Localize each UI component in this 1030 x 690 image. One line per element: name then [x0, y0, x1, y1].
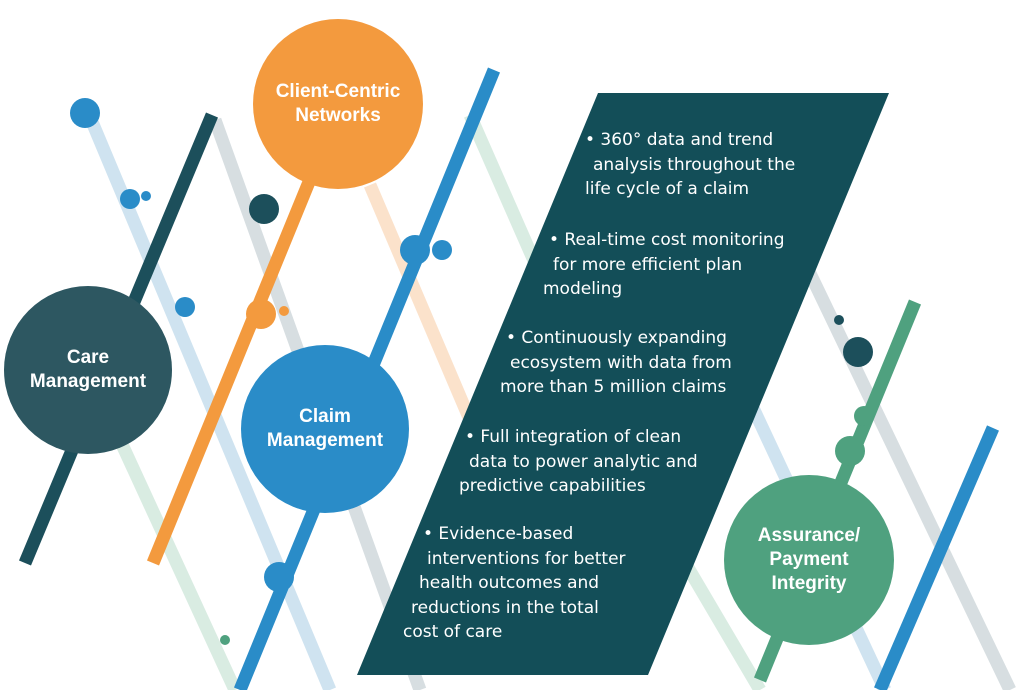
dot-blue-5 [400, 235, 430, 265]
claim-management-line1: Claim [299, 406, 351, 427]
care-management-line1: Care [66, 347, 110, 368]
bullet-2-line-3: modeling [543, 279, 623, 299]
care-management-label: Care Management [4, 320, 172, 420]
bullet-1-line-2: analysis throughout the [593, 154, 796, 175]
bg-line-light-green-1 [114, 437, 241, 690]
bullet-5-line-4: reductions in the total [411, 597, 599, 618]
bullet-item-3: • Continuously expanding ecosystem with … [500, 326, 732, 400]
dot-green-1 [220, 635, 230, 645]
bg-line-light-orange-1 [364, 182, 476, 423]
bullet-2-line-1: • Real-time cost monitoring [549, 230, 785, 250]
dot-blue-3 [141, 191, 151, 201]
bullet-5-line-3: health outcomes and [419, 573, 600, 593]
dot-dark-2 [834, 315, 844, 325]
dot-blue-4 [175, 297, 195, 317]
bullet-3-line-3: more than 5 million claims [500, 377, 727, 397]
bullet-5-line-1: • Evidence-based [423, 524, 574, 544]
bullet-1-line-3: life cycle of a claim [585, 179, 750, 199]
claim-management-circle [241, 345, 409, 513]
bullet-2-line-2: for more efficient plan [553, 254, 743, 275]
dot-orange-1 [246, 299, 276, 329]
claim-management-line2: Management [266, 430, 384, 451]
bullet-4-line-1: • Full integration of clean [465, 427, 682, 447]
client-centric-networks-circle [253, 19, 423, 189]
line-blue-right [874, 425, 999, 690]
bullet-5-line-5: cost of care [403, 622, 503, 642]
client-centric-networks-label: Client-Centric Networks [253, 54, 423, 154]
dot-dark-3 [843, 337, 873, 367]
bullet-item-4: • Full integration of clean data to powe… [459, 425, 698, 499]
dot-orange-2 [279, 306, 289, 316]
care-management-line2: Management [29, 371, 147, 392]
dot-green-2 [854, 406, 874, 426]
client-centric-line1: Client-Centric [275, 81, 401, 102]
dot-blue-2 [120, 189, 140, 209]
decorative-dots [70, 98, 874, 645]
dot-blue-6 [432, 240, 452, 260]
dot-blue-1 [70, 98, 100, 128]
bullet-3-line-2: ecosystem with data from [510, 352, 732, 373]
bullet-item-1: • 360° data and trend analysis throughou… [585, 128, 795, 202]
bullet-4-line-3: predictive capabilities [459, 476, 646, 496]
care-management-circle [4, 286, 172, 454]
bullet-5-line-2: interventions for better [427, 548, 626, 569]
assurance-line2: Payment [769, 549, 849, 570]
assurance-payment-integrity-label: Assurance/ Payment Integrity [724, 510, 894, 610]
bullet-4-line-2: data to power analytic and [469, 451, 698, 472]
dot-green-3 [835, 436, 865, 466]
bullet-3-line-1: • Continuously expanding [506, 328, 727, 348]
features-panel [357, 93, 889, 675]
bullet-1-line-1: • 360° data and trend [585, 130, 774, 150]
bullet-item-5: • Evidence-based interventions for bette… [403, 522, 626, 645]
line-orange [146, 157, 325, 566]
assurance-payment-integrity-circle [724, 475, 894, 645]
assurance-line3: Integrity [771, 573, 847, 594]
assurance-line1: Assurance/ [757, 525, 861, 546]
client-centric-line2: Networks [295, 105, 381, 126]
dot-blue-7 [264, 562, 294, 592]
dot-dark-1 [249, 194, 279, 224]
bullet-item-2: • Real-time cost monitoring for more eff… [543, 228, 785, 302]
claim-management-label: Claim Management [241, 379, 409, 479]
